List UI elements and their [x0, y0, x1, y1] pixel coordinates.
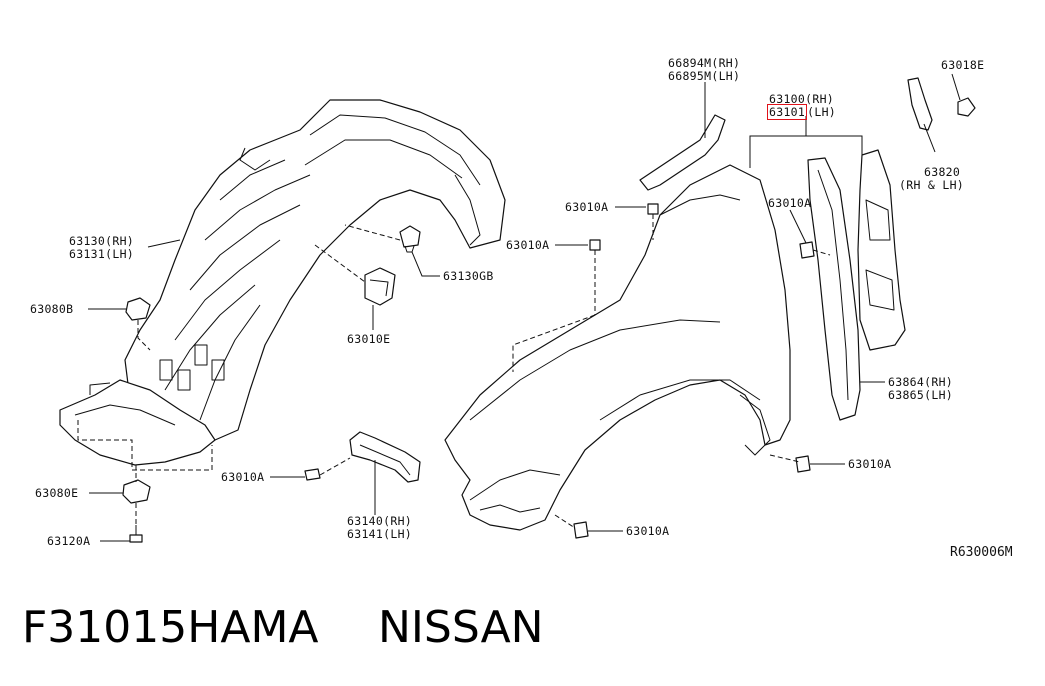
- fender-liner-drawing: [59, 99, 506, 466]
- label-63130gb: 63130GB: [443, 269, 494, 283]
- label-63864: 63864(RH): [888, 375, 954, 389]
- caption-brand: NISSAN: [378, 602, 544, 653]
- label-63101-side: (LH): [807, 105, 837, 119]
- label-63865: 63865(LH): [888, 388, 954, 402]
- front-fender-drawing: [444, 164, 791, 531]
- label-63131: 63131(LH): [69, 247, 135, 261]
- clip-63080b-drawing: [125, 297, 151, 321]
- seal-63864-drawing: [807, 157, 861, 421]
- label-63120a: 63120A: [47, 534, 91, 548]
- piece-63018e-drawing: [907, 77, 933, 131]
- label-63080b: 63080B: [30, 302, 74, 316]
- label-63010a-lower-right: 63010A: [848, 457, 892, 471]
- screw-63120a-drawing: [129, 534, 143, 543]
- leader-lines: [88, 73, 961, 542]
- label-63018e: 63018E: [941, 58, 985, 72]
- label-63101-row: 63101(LH): [767, 104, 837, 120]
- label-63010a-mid: 63010A: [506, 238, 550, 252]
- diagram-reference-id: R630006M: [950, 545, 1013, 560]
- label-63010e: 63010E: [347, 332, 391, 346]
- label-63140: 63140(RH): [347, 514, 413, 528]
- bracket-63140-drawing: [349, 431, 421, 483]
- label-63080e: 63080E: [35, 486, 79, 500]
- label-63130: 63130(RH): [69, 234, 135, 248]
- clip-63080e-drawing: [122, 479, 151, 504]
- label-66894m: 66894M(RH): [668, 56, 741, 70]
- clip-63130gb-drawing: [399, 225, 421, 248]
- bracket-63010e-drawing: [364, 267, 396, 306]
- bracket-63820-drawing: [857, 149, 906, 351]
- label-66895m: 66895M(LH): [668, 69, 741, 83]
- label-63820-side: (RH & LH): [899, 178, 965, 192]
- label-63010a-right: 63010A: [768, 196, 812, 210]
- assembly-lines: [77, 214, 831, 529]
- label-63100: 63100(RH): [769, 92, 835, 106]
- label-63010a-bottom: 63010A: [626, 524, 670, 538]
- label-63010a-top: 63010A: [565, 200, 609, 214]
- label-63141: 63141(LH): [347, 527, 413, 541]
- label-63010a-left: 63010A: [221, 470, 265, 484]
- caption-part-number: F31015HAMA: [22, 602, 319, 653]
- highlighted-part-number[interactable]: 63101: [767, 104, 808, 120]
- label-63820: 63820: [924, 165, 961, 179]
